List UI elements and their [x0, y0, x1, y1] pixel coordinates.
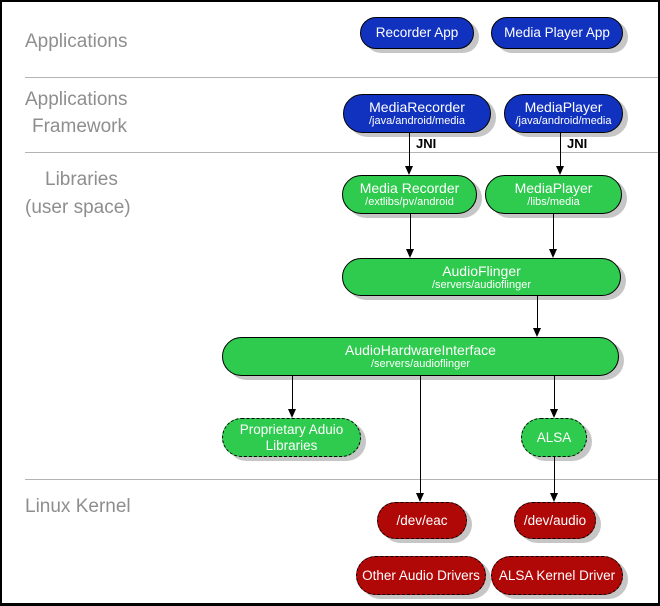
edge-jni-right-arrowhead — [555, 166, 564, 175]
node-audioflinger: AudioFlinger /servers/audioflinger — [342, 258, 621, 296]
edge-audioflinger-to-audiohw-arrowhead — [532, 328, 541, 337]
edge-jni-right-line — [559, 133, 561, 167]
divider-applications-framework — [25, 77, 658, 78]
node-path: /extlibs/pv/android — [365, 196, 454, 208]
node-mediaplayer-lib: MediaPlayer /libs/media — [485, 175, 622, 214]
edge-audiohw-to-deveac-line — [419, 376, 421, 494]
node-path: /servers/audioflinger — [431, 278, 532, 291]
node-path: /java/android/media — [515, 115, 612, 127]
node-path: /java/android/media — [368, 115, 465, 127]
node-label: /dev/eac — [396, 512, 448, 528]
node-label: Recorder App — [375, 25, 459, 40]
edge-label-jni-right: JNI — [567, 136, 588, 151]
edge-jni-left-arrowhead — [404, 166, 413, 175]
edge-audiohw-to-alsa-line — [553, 376, 555, 410]
node-label: ALSA Kernel Driver — [498, 567, 616, 583]
node-mediarecorder-framework: MediaRecorder /java/android/media — [343, 94, 491, 133]
node-label: Media Player App — [504, 25, 610, 40]
section-label-applications: Applications — [25, 31, 128, 52]
edge-mediarecorder-to-audioflinger-arrowhead — [405, 249, 414, 258]
section-label-framework-line2: Framework — [32, 116, 128, 137]
edge-label-jni-left: JNI — [416, 136, 437, 151]
node-label-line2: Libraries — [265, 437, 318, 453]
edge-jni-left-line — [408, 133, 410, 167]
edge-audioflinger-to-audiohw-line — [536, 296, 538, 329]
divider-framework-libraries — [25, 152, 658, 153]
node-path: /libs/media — [527, 196, 580, 208]
node-label: MediaPlayer — [514, 180, 593, 196]
node-label: ALSA — [536, 429, 572, 445]
node-label: Media Recorder — [359, 180, 460, 196]
node-alsa: ALSA — [521, 418, 587, 457]
node-media-recorder-lib: Media Recorder /extlibs/pv/android — [342, 175, 477, 214]
node-media-player-app: Media Player App — [491, 17, 623, 49]
edge-mediaplayer-to-audioflinger-line — [552, 213, 554, 250]
node-proprietary-audio-libraries: Proprietary Aduio Libraries — [222, 418, 361, 457]
section-label-framework-line1: Applications — [25, 89, 128, 110]
section-label-kernel: Linux Kernel — [25, 496, 131, 517]
node-label: AudioHardwareInterface — [345, 342, 496, 358]
edge-audiohw-to-deveac-arrowhead — [415, 493, 424, 502]
edge-audiohw-to-proprietary-arrowhead — [287, 409, 296, 418]
node-other-audio-drivers: Other Audio Drivers — [356, 556, 486, 595]
edge-audiohw-to-alsa-arrowhead — [549, 409, 558, 418]
node-label: Other Audio Drivers — [362, 567, 480, 583]
section-label-libraries-line2: (user space) — [25, 197, 131, 218]
node-alsa-kernel-driver: ALSA Kernel Driver — [491, 556, 623, 595]
node-label: /dev/audio — [523, 512, 587, 528]
edge-alsa-to-devaudio-line — [553, 457, 555, 494]
edge-alsa-to-devaudio-arrowhead — [549, 493, 558, 502]
node-recorder-app: Recorder App — [360, 17, 474, 49]
section-label-libraries-line1: Libraries — [45, 169, 118, 190]
node-audiohardwareinterface: AudioHardwareInterface /servers/audiofli… — [222, 337, 619, 376]
node-path: /servers/audioflinger — [370, 358, 471, 370]
node-dev-audio: /dev/audio — [514, 502, 596, 539]
node-label: MediaPlayer — [524, 99, 603, 115]
node-dev-eac: /dev/eac — [377, 502, 467, 539]
node-label: AudioFlinger — [442, 262, 521, 279]
node-label-line1: Proprietary Aduio — [239, 421, 344, 437]
node-label: MediaRecorder — [369, 99, 465, 115]
edge-mediaplayer-to-audioflinger-arrowhead — [548, 249, 557, 258]
node-mediaplayer-framework: MediaPlayer /java/android/media — [504, 94, 623, 133]
edge-mediarecorder-to-audioflinger-line — [409, 213, 411, 250]
divider-libraries-kernel — [25, 479, 658, 480]
edge-audiohw-to-proprietary-line — [291, 376, 293, 410]
